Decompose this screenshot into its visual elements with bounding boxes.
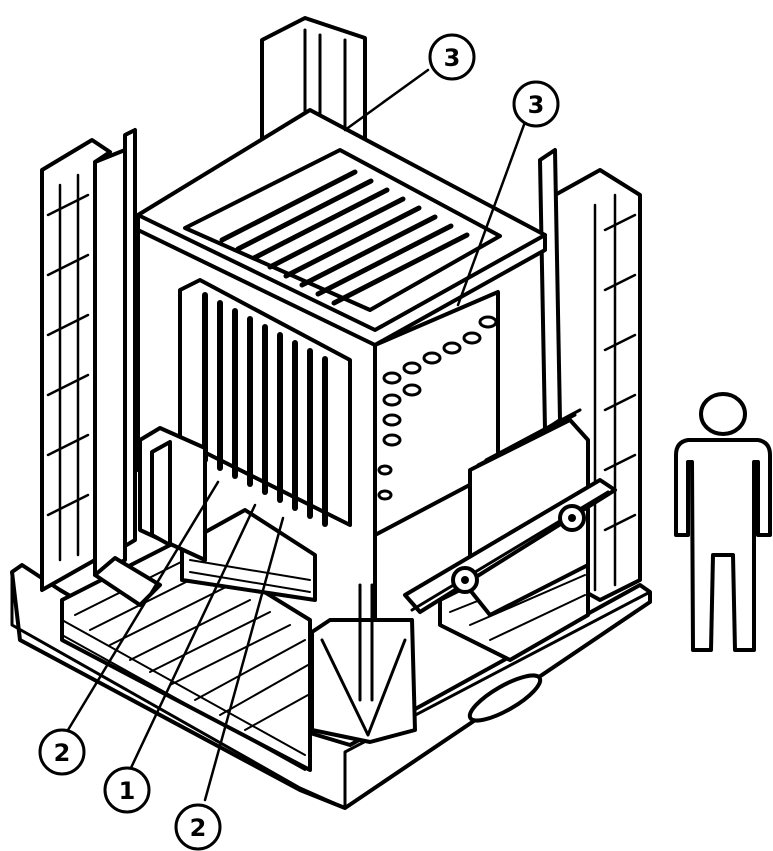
callout-label: 3 xyxy=(528,91,545,119)
human-head xyxy=(699,392,747,436)
base-platform xyxy=(10,563,652,810)
grate-ducts xyxy=(403,478,617,614)
front-left-column xyxy=(138,426,207,562)
left-tube-screen xyxy=(178,278,352,527)
callout-label: 3 xyxy=(444,44,461,72)
top-tube-bank xyxy=(219,169,470,306)
leader-line-c1 xyxy=(343,68,430,132)
leader-line-c2 xyxy=(456,120,527,307)
top-frame xyxy=(136,108,547,622)
human-figure xyxy=(674,392,772,652)
callout-marker: 3 xyxy=(428,33,476,81)
ash-hopper xyxy=(310,583,417,744)
callout-marker: 1 xyxy=(103,766,151,814)
leader-lines xyxy=(66,68,527,802)
tube-end-circles xyxy=(377,315,498,501)
leader-line-c4 xyxy=(128,503,257,772)
right-wall xyxy=(373,290,500,537)
right-floor xyxy=(438,408,590,662)
human-body xyxy=(674,438,772,652)
callout-marker: 2 xyxy=(38,728,86,776)
callout-marker: 3 xyxy=(512,80,560,128)
callout-label: 2 xyxy=(54,739,71,767)
callout-marker: 2 xyxy=(174,803,222,851)
callout-label: 1 xyxy=(119,777,136,805)
leader-line-c3 xyxy=(66,480,220,732)
base-slot xyxy=(467,673,543,723)
callout-label: 2 xyxy=(190,814,207,842)
leader-line-c5 xyxy=(203,516,285,802)
left-pillar xyxy=(40,128,137,592)
